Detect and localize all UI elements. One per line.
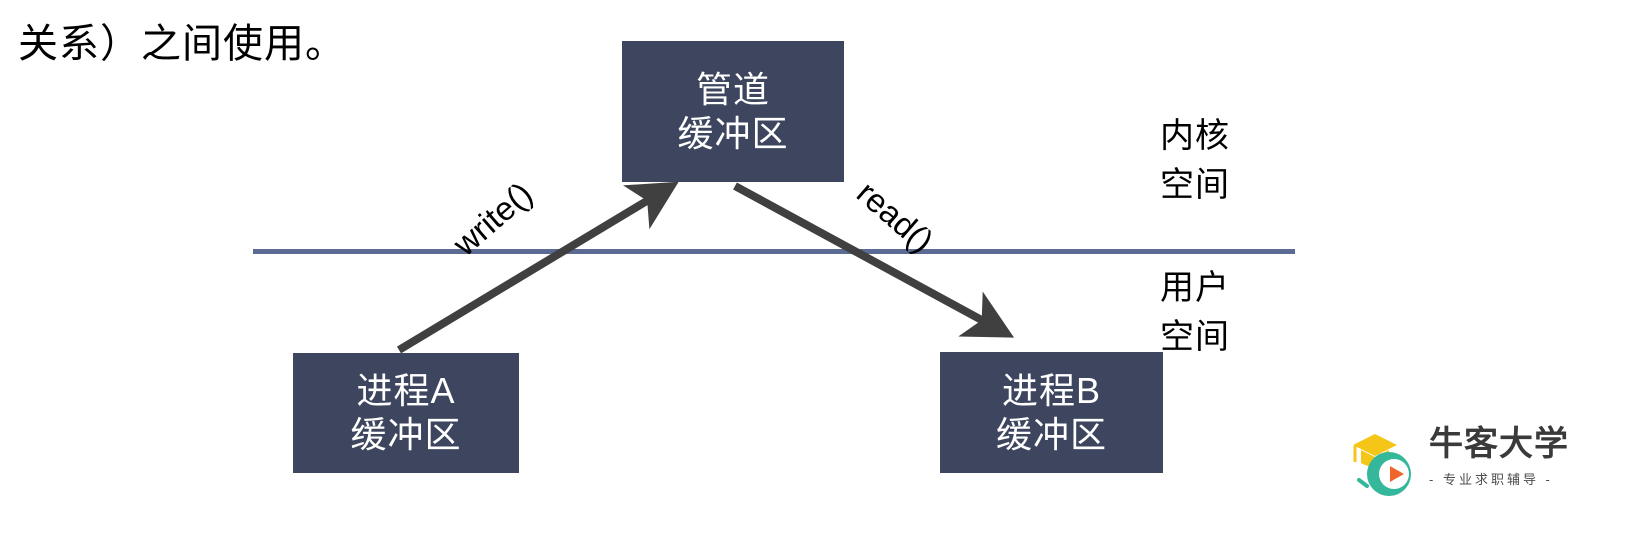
user-space-label: 用户 空间 <box>1160 264 1230 363</box>
logo-mark-icon <box>1353 434 1411 496</box>
kernel-space-label: 内核 空间 <box>1160 112 1230 211</box>
user-space-line-1: 用户 <box>1160 269 1230 307</box>
read-call-label: read() <box>849 173 941 260</box>
nowcoder-university-logo: 牛客大学 - 专业求职辅导 - <box>1345 420 1635 508</box>
process-a-line-1: 进程A <box>356 370 456 412</box>
process-b-line-2: 缓冲区 <box>995 413 1107 455</box>
process-a-line-2: 缓冲区 <box>350 414 462 455</box>
logo-text: 牛客大学 - 专业求职辅导 - <box>1429 425 1634 488</box>
logo-subtitle: - 专业求职辅导 - <box>1429 472 1553 488</box>
kernel-space-line-2: 空间 <box>1160 166 1230 205</box>
pipe-buffer-line-1: 管道 <box>695 68 770 110</box>
process-a-box: 进程A 缓冲区 <box>293 353 519 473</box>
body-text: 关系）之间使用。 <box>18 22 346 66</box>
kernel-space-line-1: 内核 <box>1160 117 1230 155</box>
process-b-line-1: 进程B <box>1001 369 1101 411</box>
logo-title: 牛客大学 <box>1429 425 1569 463</box>
kernel-user-divider-line <box>253 249 1295 254</box>
write-arrow <box>396 181 679 354</box>
pipe-buffer-box: 管道 缓冲区 <box>622 41 844 182</box>
pipe-buffer-line-2: 缓冲区 <box>677 112 789 154</box>
process-b-box: 进程B 缓冲区 <box>940 352 1163 473</box>
user-space-line-2: 空间 <box>1160 318 1230 357</box>
